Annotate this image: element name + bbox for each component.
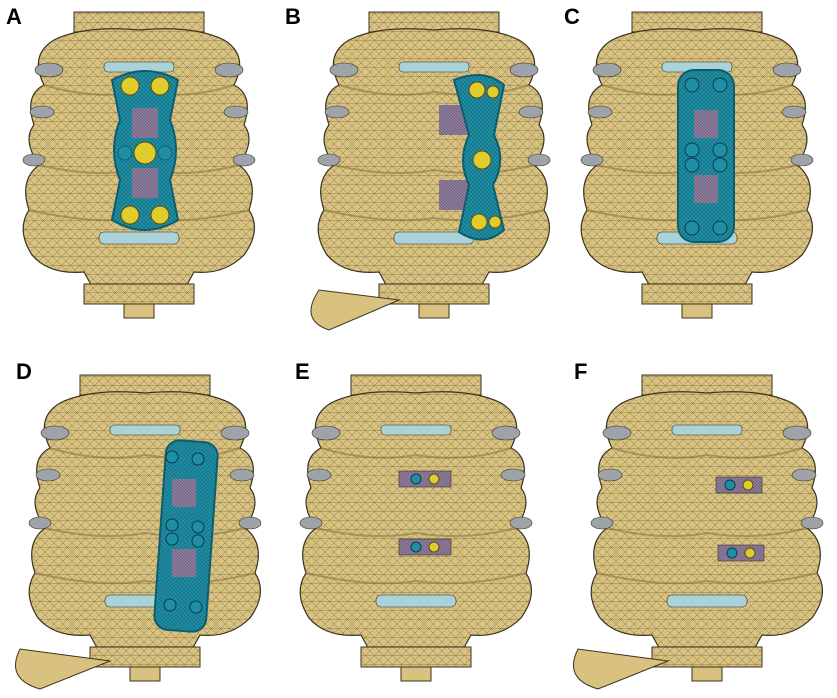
panel-b: B: [279, 0, 558, 349]
screw-heads: [163, 450, 205, 614]
spine-model-d: [15, 374, 262, 690]
spine-model-e: [299, 374, 533, 682]
panel-d: D: [0, 349, 279, 698]
panel-label-d: D: [16, 359, 32, 384]
panel-c: C: [558, 0, 837, 349]
spine-model-f: [573, 374, 824, 690]
spine-model-a: [22, 11, 256, 319]
cage-implants: [715, 476, 765, 562]
panel-e: E: [279, 349, 558, 698]
panel-a: A: [0, 0, 279, 349]
screw-heads: [468, 81, 502, 231]
panel-label-c: C: [564, 4, 580, 29]
anterior-plate: [677, 69, 735, 243]
screw-heads: [684, 77, 728, 236]
panel-f: F: [558, 349, 837, 698]
panel-label-a: A: [6, 4, 22, 29]
spine-model-b: [310, 11, 551, 331]
panel-label-f: F: [574, 359, 588, 384]
panel-label-b: B: [285, 4, 301, 29]
cage-implants: [398, 470, 452, 556]
panel-label-e: E: [295, 359, 310, 384]
anterior-plate: [153, 439, 219, 633]
screw-heads: [117, 76, 173, 225]
spine-model-c: [580, 11, 814, 319]
